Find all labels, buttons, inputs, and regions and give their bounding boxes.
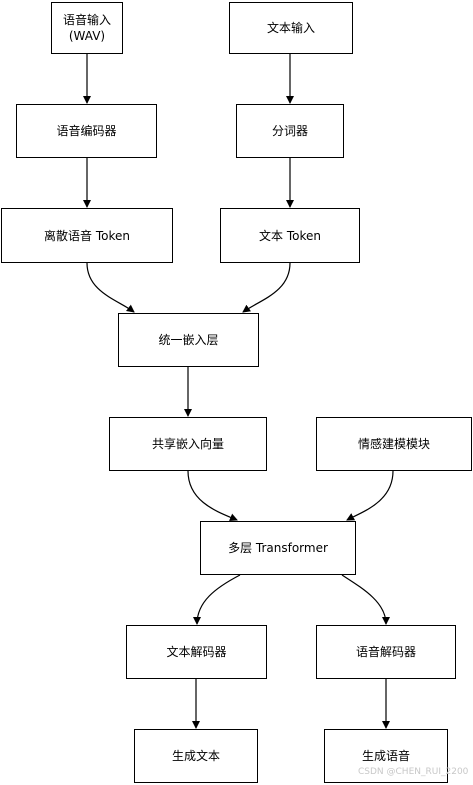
edge-shared-to-transformer — [187, 470, 238, 521]
text-decoder-node: 文本解码器 — [126, 625, 267, 679]
edge-emotion-to-transformer — [346, 470, 394, 521]
watermark-text: CSDN @CHEN_RUI_2200 — [358, 767, 469, 777]
text-input-node: 文本输入 — [229, 2, 353, 54]
edge-text-token-to-unified — [242, 262, 291, 313]
text-token-node: 文本 Token — [220, 208, 360, 263]
edge-discrete-token-to-unified — [86, 262, 135, 313]
speech-decoder-node: 语音解码器 — [316, 625, 456, 679]
speech-input-node: 语音输入 (WAV) — [51, 2, 123, 54]
edge-transformer-to-text-decoder — [193, 574, 241, 625]
generated-text-node: 生成文本 — [134, 729, 258, 783]
generated-speech-node: 生成语音 — [324, 729, 448, 783]
unified-embedding-layer-node: 统一嵌入层 — [118, 313, 259, 367]
shared-embedding-vector-node: 共享嵌入向量 — [109, 417, 267, 471]
edge-transformer-to-speech-decoder — [341, 574, 390, 625]
tokenizer-node: 分词器 — [236, 104, 344, 158]
emotion-modeling-module-node: 情感建模模块 — [316, 417, 472, 471]
multilayer-transformer-node: 多层 Transformer — [200, 521, 356, 575]
discrete-speech-token-node: 离散语音 Token — [1, 208, 173, 263]
speech-encoder-node: 语音编码器 — [16, 104, 157, 158]
